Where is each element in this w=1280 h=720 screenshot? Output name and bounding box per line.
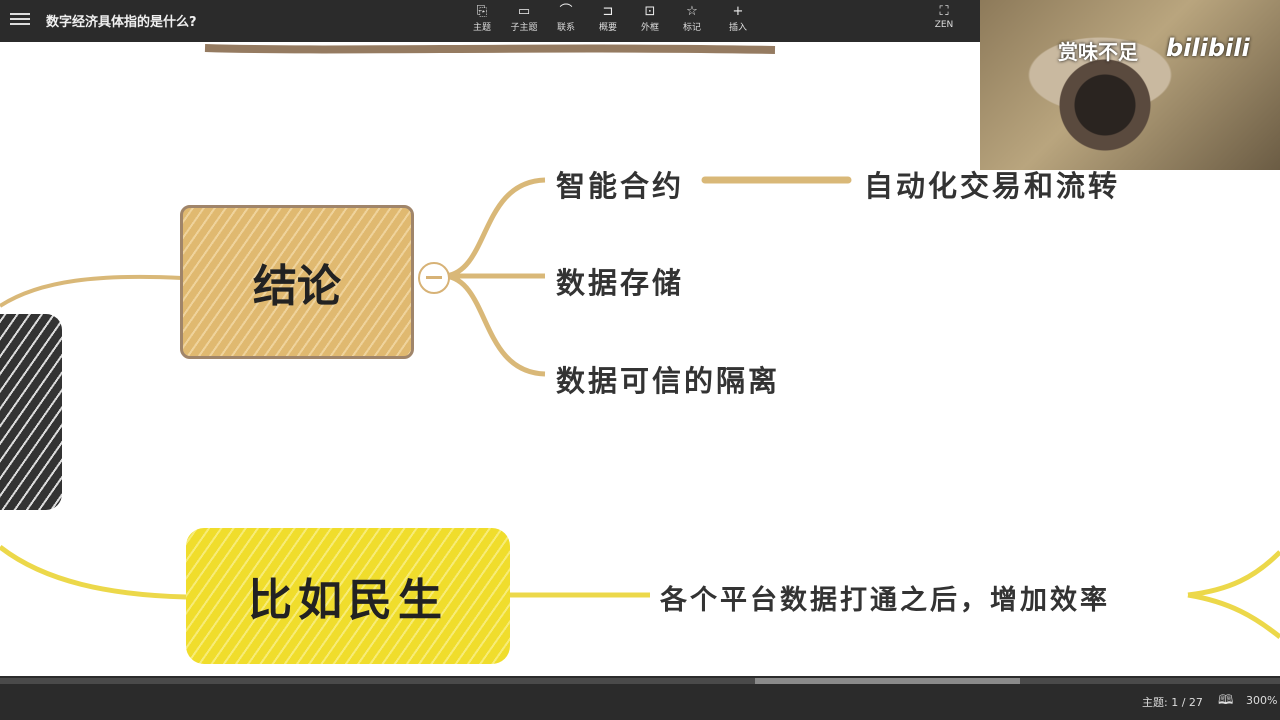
- subtopic-icon: ▭: [517, 4, 531, 19]
- summary-button[interactable]: ⊐ 概要: [588, 4, 628, 33]
- fullscreen-icon: ⛶: [939, 4, 949, 19]
- plus-icon: +: [732, 4, 744, 19]
- tool-label: 外框: [640, 23, 659, 33]
- outline-book-icon[interactable]: 🕮: [1218, 693, 1234, 708]
- status-bar: 主题: 1 / 27 🕮 300%: [0, 676, 1280, 720]
- tool-label: ZEN: [934, 20, 954, 30]
- branch-smart-contract[interactable]: 智能合约: [556, 169, 685, 203]
- tool-label: 标记: [682, 23, 701, 33]
- boundary-button[interactable]: ⊡ 外框: [630, 4, 670, 33]
- collapse-toggle-button[interactable]: [418, 262, 450, 294]
- left-parent-node[interactable]: [0, 314, 62, 510]
- webcam-caption: 赏味不足: [1058, 40, 1138, 64]
- zoom-level[interactable]: 300%: [1246, 694, 1278, 707]
- branch-connectors: [0, 44, 1280, 639]
- relationship-icon: ⌒: [559, 4, 573, 19]
- star-icon: ☆: [686, 4, 698, 19]
- insert-subtopic-button[interactable]: ▭ 子主题: [504, 4, 544, 33]
- smart-contract-detail[interactable]: 自动化交易和流转: [864, 169, 1121, 203]
- example-node[interactable]: 比如民生: [186, 528, 510, 664]
- summary-icon: ⊐: [602, 4, 614, 19]
- tool-label: 联系: [556, 23, 575, 33]
- document-title: 数字经济具体指的是什么?: [46, 15, 197, 30]
- branch-trusted-isolation[interactable]: 数据可信的隔离: [556, 364, 781, 398]
- tool-label: 主题: [472, 23, 491, 33]
- relationship-button[interactable]: ⌒ 联系: [546, 4, 586, 33]
- boundary-icon: ⊡: [644, 4, 656, 19]
- bilibili-logo: bilibili: [1166, 34, 1250, 62]
- hamburger-menu-icon[interactable]: [10, 10, 30, 30]
- webcam-overlay: 赏味不足 bilibili: [980, 0, 1280, 170]
- topic-icon: ⎘: [476, 4, 488, 19]
- tool-label: 概要: [598, 23, 617, 33]
- tool-label: 插入: [728, 23, 747, 33]
- topic-counter: 主题: 1 / 27: [1142, 696, 1203, 709]
- mindmap-canvas[interactable]: 结论 智能合约 自动化交易和流转 数据存储 数据可信的隔离 比如民生 各个平台数…: [0, 42, 1280, 676]
- insert-topic-button[interactable]: ⎘ 主题: [462, 4, 502, 33]
- insert-button[interactable]: + 插入: [718, 4, 758, 33]
- marker-button[interactable]: ☆ 标记: [672, 4, 712, 33]
- branch-data-storage[interactable]: 数据存储: [556, 266, 685, 300]
- scrollbar-thumb[interactable]: [755, 678, 1020, 684]
- example-detail[interactable]: 各个平台数据打通之后，增加效率: [660, 585, 1110, 616]
- conclusion-node[interactable]: 结论: [180, 205, 414, 359]
- tool-label: 子主题: [510, 23, 538, 33]
- horizontal-scrollbar[interactable]: [0, 678, 1280, 684]
- zen-mode-button[interactable]: ⛶ ZEN: [924, 4, 964, 30]
